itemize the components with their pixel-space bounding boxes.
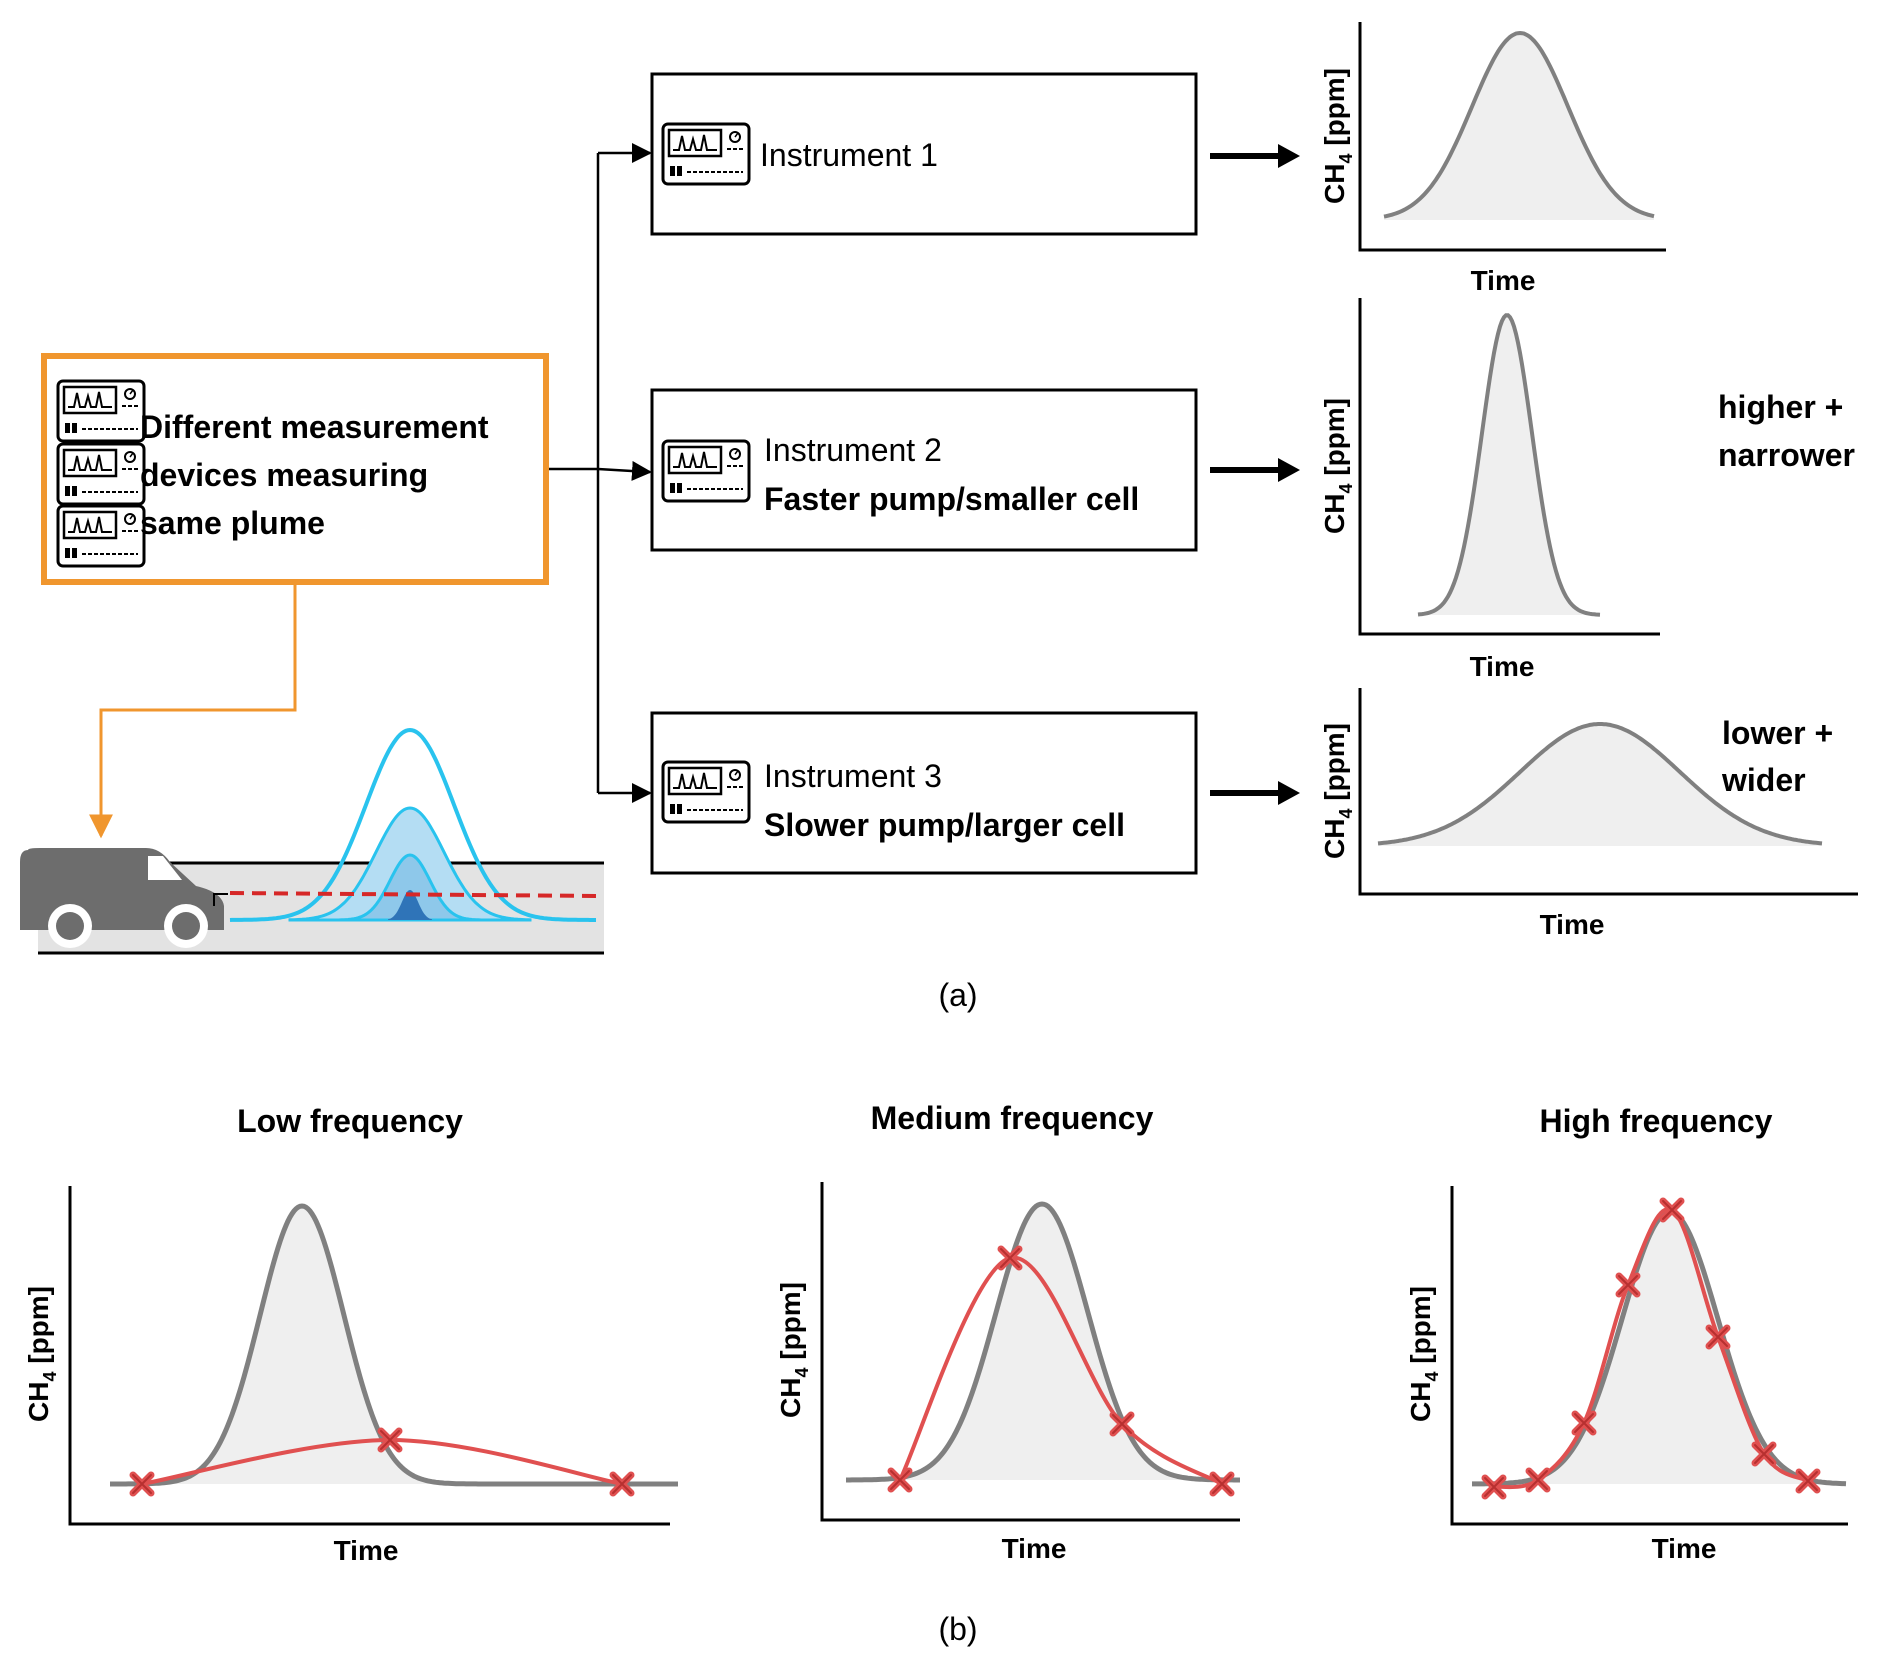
sample-marker-icon <box>1795 1468 1821 1494</box>
signal-plot-2-note-line2: narrower <box>1718 437 1855 473</box>
instrument-box-1: Instrument 1 <box>650 72 1198 236</box>
analyzer-icon <box>56 379 146 443</box>
plot-axes <box>68 1186 670 1526</box>
signal-plot-3-note-line2: wider <box>1721 762 1806 798</box>
source-box-line2: devices measuring <box>140 457 428 493</box>
sample-marker-icon <box>1525 1467 1551 1493</box>
sample-marker-icon <box>1481 1474 1507 1500</box>
analyzer-icon <box>661 122 751 186</box>
sample-marker-icon <box>129 1471 155 1497</box>
sampling-plot-low-title: Low frequency <box>237 1103 463 1139</box>
signal-plot-3: CH4 [ppm] Time lower + wider <box>1319 688 1858 940</box>
source-box: Different measurement devices measuring … <box>41 353 549 585</box>
sampling-plot-high: High frequency CH4 [ppm] Time <box>1405 1103 1848 1564</box>
arrow-icon <box>597 460 652 481</box>
plot-axes <box>820 1182 1240 1522</box>
sample-marker-icon <box>1751 1441 1777 1467</box>
sampling-plot-low-xlabel: Time <box>334 1535 399 1566</box>
signal-plot-3-ylabel: CH4 [ppm] <box>1319 723 1356 859</box>
signal-plot-1-xlabel: Time <box>1471 265 1536 296</box>
sample-marker-icon <box>1109 1411 1135 1437</box>
analyzer-icon <box>56 504 146 568</box>
instrument-1-name: Instrument 1 <box>760 137 938 173</box>
plot-axes <box>1358 22 1666 252</box>
sampling-plot-high-title: High frequency <box>1540 1103 1773 1139</box>
signal-plot-1-ylabel: CH4 [ppm] <box>1319 68 1356 204</box>
sampling-plot-high-ylabel: CH4 [ppm] <box>1405 1286 1442 1422</box>
instrument-3-detail: Slower pump/larger cell <box>764 807 1125 843</box>
arrow-icon <box>1210 781 1300 805</box>
sample-marker-icon <box>997 1245 1023 1271</box>
signal-plot-3-xlabel: Time <box>1540 909 1605 940</box>
arrow-icon <box>1210 458 1300 482</box>
signal-plot-2-xlabel: Time <box>1470 651 1535 682</box>
plot-axes <box>1358 688 1858 896</box>
sample-marker-icon <box>887 1467 913 1493</box>
sampling-plot-medium: Medium frequency CH4 [ppm] Time <box>775 1100 1240 1564</box>
sample-marker-icon <box>377 1427 403 1453</box>
panel-b: Low frequency CH4 [ppm] Time Medium freq… <box>23 1100 1848 1647</box>
sampling-plot-low-ylabel: CH4 [ppm] <box>23 1286 60 1422</box>
signal-plot-1: CH4 [ppm] Time <box>1319 22 1666 296</box>
instrument-3-name: Instrument 3 <box>764 758 942 794</box>
plume-icon <box>229 727 596 922</box>
sampling-plot-low: Low frequency CH4 [ppm] Time <box>23 1103 678 1566</box>
sample-marker-icon <box>1615 1272 1641 1298</box>
source-box-line3: same plume <box>140 505 325 541</box>
sampling-plot-medium-ylabel: CH4 [ppm] <box>775 1282 812 1418</box>
sample-marker-icon <box>1659 1197 1685 1223</box>
caption-a: (a) <box>938 977 977 1013</box>
instrument-2-detail: Faster pump/smaller cell <box>764 481 1139 517</box>
van-icon <box>20 848 228 948</box>
output-arrows <box>1210 144 1300 805</box>
sample-marker-icon <box>1571 1410 1597 1436</box>
sample-marker-icon <box>1705 1324 1731 1350</box>
road-scene <box>20 727 604 955</box>
analyzer-icon <box>56 442 146 506</box>
sample-marker-icon <box>609 1471 635 1497</box>
orange-connector <box>89 585 297 839</box>
sampling-plot-high-xlabel: Time <box>1652 1533 1717 1564</box>
connector-lines <box>549 143 652 803</box>
analyzer-icon <box>661 760 751 824</box>
sampling-plot-medium-title: Medium frequency <box>871 1100 1154 1136</box>
signal-plot-2: CH4 [ppm] Time higher + narrower <box>1319 298 1855 682</box>
sample-marker-icon <box>1209 1471 1235 1497</box>
signal-plot-3-note-line1: lower + <box>1722 715 1833 751</box>
analyzer-icon <box>661 439 751 503</box>
plot-axes <box>1358 298 1660 636</box>
instrument-2-name: Instrument 2 <box>764 432 942 468</box>
source-box-line1: Different measurement <box>140 409 489 445</box>
sampling-plot-medium-xlabel: Time <box>1002 1533 1067 1564</box>
instrument-box-2: Instrument 2 Faster pump/smaller cell <box>650 388 1198 552</box>
caption-b: (b) <box>938 1611 977 1647</box>
signal-plot-2-note-line1: higher + <box>1718 389 1843 425</box>
arrow-icon <box>1210 144 1300 168</box>
signal-plot-2-ylabel: CH4 [ppm] <box>1319 398 1356 534</box>
plot-axes <box>1450 1186 1848 1526</box>
instrument-box-3: Instrument 3 Slower pump/larger cell <box>650 711 1198 875</box>
panel-a: Different measurement devices measuring … <box>20 22 1858 1013</box>
